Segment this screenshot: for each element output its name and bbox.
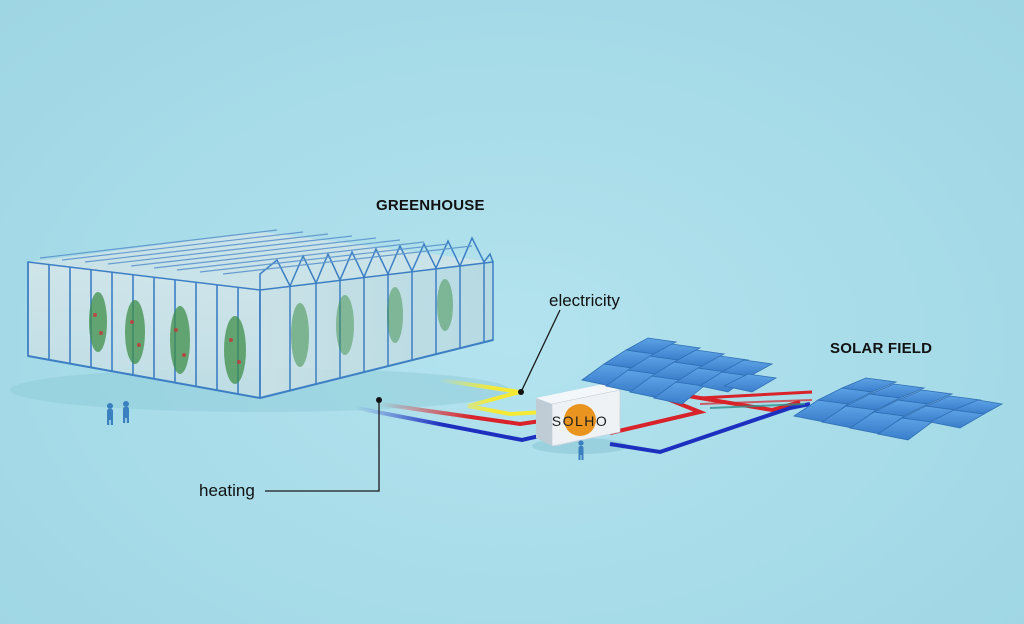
heating-leader (265, 400, 380, 492)
electricity-leader (520, 309, 561, 393)
person-figure (578, 440, 584, 460)
solar-return-pipe (609, 402, 811, 455)
greenhouse (27, 229, 494, 399)
heating-label: heating (199, 481, 255, 500)
solar-panels-front (792, 377, 1004, 441)
solar-field-label: SOLAR FIELD (830, 340, 933, 357)
solho-unit (536, 384, 621, 447)
solar-panels-back (581, 337, 778, 405)
electricity-label: electricity (549, 291, 620, 310)
solho-logo-text: SOLHO (552, 413, 609, 429)
electricity-leader-dot (518, 389, 524, 395)
heating-leader-dot (376, 397, 382, 403)
callout-leaders (265, 309, 561, 492)
greenhouse-label: GREENHOUSE (376, 197, 485, 214)
logo-sun-icon (564, 404, 596, 436)
people-figures (107, 401, 129, 425)
greenhouse-plants (89, 279, 453, 384)
electricity-line (439, 378, 546, 417)
